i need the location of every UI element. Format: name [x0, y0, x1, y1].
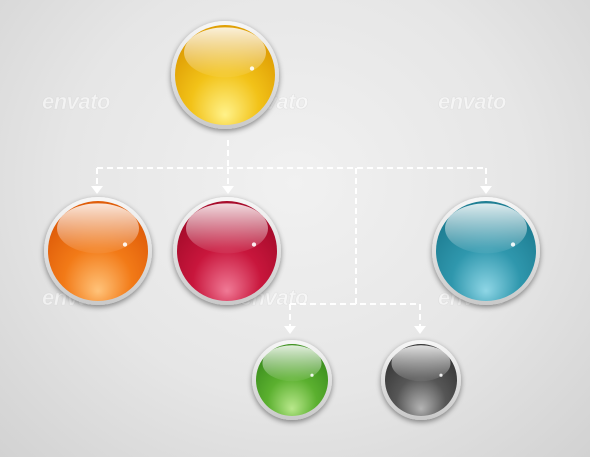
- node-group: [44, 21, 540, 420]
- sphere-highlight: [57, 203, 139, 254]
- node-teal: [432, 197, 540, 305]
- node-gray: [381, 340, 461, 420]
- node-orange: [44, 197, 152, 305]
- node-green: [252, 340, 332, 420]
- sphere-highlight: [445, 203, 527, 254]
- node-yellow: [171, 21, 279, 129]
- arrowhead: [91, 186, 103, 194]
- sphere-sparkle: [122, 242, 128, 247]
- connector-group: [91, 140, 492, 334]
- arrowhead: [284, 326, 296, 334]
- sphere-sparkle: [510, 242, 516, 247]
- node-crimson: [173, 197, 281, 305]
- arrowhead: [480, 186, 492, 194]
- sphere-highlight: [391, 345, 451, 382]
- sphere-highlight: [262, 345, 322, 382]
- sphere-sparkle: [251, 242, 257, 247]
- watermark-text: envato: [438, 89, 506, 114]
- sphere-highlight: [184, 27, 266, 78]
- sphere-sparkle: [310, 373, 314, 377]
- arrowhead: [414, 326, 426, 334]
- sphere-highlight: [186, 203, 268, 254]
- arrowhead: [222, 186, 234, 194]
- sphere-sparkle: [249, 66, 255, 71]
- watermark-text: envato: [42, 89, 110, 114]
- sphere-sparkle: [439, 373, 443, 377]
